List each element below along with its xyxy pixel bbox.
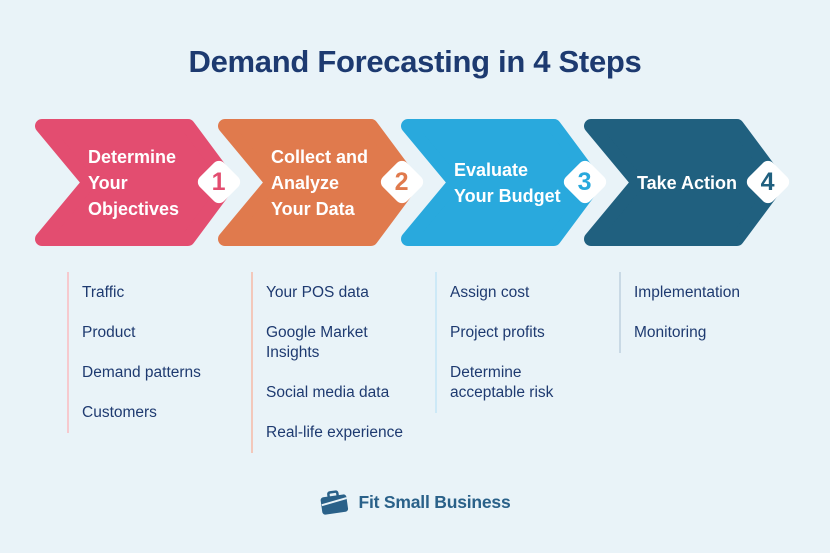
list-item: Implementation (634, 284, 740, 301)
step-label-2: Collect and Analyze Your Data (271, 146, 369, 219)
list-item: Demand patterns (82, 364, 201, 381)
brand-name: Fit Small Business (358, 491, 511, 512)
list-item: Determine acceptable risk (450, 364, 554, 401)
chevron-shape-3 (401, 119, 603, 246)
list-item: Traffic (82, 284, 125, 301)
chevron-shape-1 (35, 119, 237, 246)
list-item: Your POS data (266, 284, 369, 301)
list-item: Google Market Insights (266, 324, 368, 361)
list-item: Project profits (450, 324, 545, 341)
list-item: Real-life experience (266, 424, 403, 441)
step-list-2: Your POS data Google Market Insights Soc… (251, 272, 423, 453)
step-number-4: 4 (761, 167, 775, 196)
page-title: Demand Forecasting in 4 Steps (188, 44, 642, 79)
list-item: Social media data (266, 384, 390, 401)
list-item: Monitoring (634, 324, 707, 341)
step-label-1: Determine Your Objectives (88, 146, 180, 219)
footer-brand: Fit Small Business (0, 489, 830, 515)
step-list-1: Traffic Product Demand patterns Customer… (67, 272, 239, 433)
list-item: Product (82, 324, 136, 341)
step-list-4: Implementation Monitoring (619, 272, 791, 353)
step-arrow-1: Determine Your Objectives 1 (35, 119, 244, 246)
step-label-3: Evaluate Your Budget (454, 159, 561, 206)
step-arrow-4: Take Action 4 (584, 119, 793, 246)
chevron-shape-2 (218, 119, 420, 246)
step-arrow-2: Collect and Analyze Your Data 2 (218, 119, 427, 246)
step-label-4: Take Action (637, 172, 738, 193)
step-arrow-3: Evaluate Your Budget 3 (401, 119, 610, 246)
chevron-shape-4 (584, 119, 786, 246)
step-list-3: Assign cost Project profits Determine ac… (435, 272, 607, 413)
briefcase-icon (319, 489, 349, 515)
list-item: Customers (82, 404, 157, 421)
list-item: Assign cost (450, 284, 530, 301)
